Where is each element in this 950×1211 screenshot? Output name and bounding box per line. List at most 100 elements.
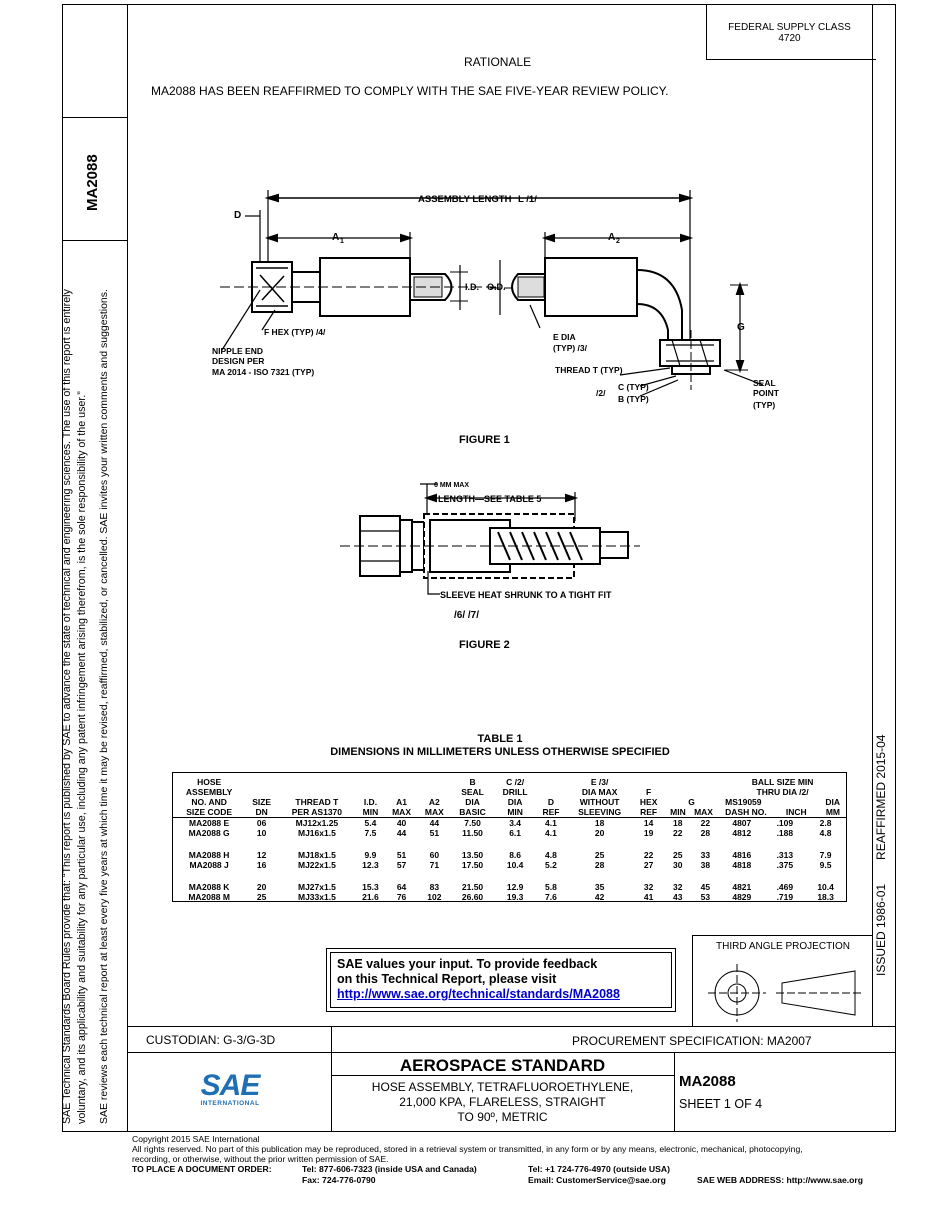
table-cell: 25 bbox=[673, 849, 683, 860]
fig1-seal-1: SEAL bbox=[753, 378, 776, 388]
table-cell: 18 bbox=[673, 817, 683, 828]
hdr-hose-line: SIZE CODE bbox=[186, 806, 233, 817]
table-cell: MA2088 K bbox=[188, 881, 230, 892]
table-cell: 5.4 bbox=[364, 817, 377, 828]
hdr-f-line: F bbox=[646, 786, 652, 797]
review-line: SAE reviews each technical report at lea… bbox=[98, 289, 110, 1124]
feedback-box: SAE values your input. To provide feedba… bbox=[326, 948, 676, 1012]
fig1-od: O.D. bbox=[487, 282, 506, 292]
fig2-sleeve: SLEEVE HEAT SHRUNK TO A TIGHT FIT bbox=[440, 590, 612, 600]
table-cell: 43 bbox=[673, 891, 683, 902]
order-label: TO PLACE A DOCUMENT ORDER: bbox=[132, 1164, 272, 1174]
fig1-seal-3: (TYP) bbox=[753, 400, 775, 410]
procurement-spec: PROCUREMENT SPECIFICATION: MA2007 bbox=[572, 1034, 812, 1048]
frame-right-strip bbox=[872, 4, 873, 1026]
table-cell: MA2088 G bbox=[188, 827, 230, 838]
fig1-f-hex: F HEX (TYP) /4/ bbox=[264, 327, 326, 337]
hdr-id-line: I.D. bbox=[363, 796, 378, 807]
table-cell: 10.4 bbox=[817, 881, 834, 892]
hdr-hose-line: NO. AND bbox=[191, 796, 227, 807]
fig1-note2: /2/ bbox=[596, 388, 606, 398]
table-cell: 27 bbox=[643, 859, 654, 870]
fig1-nipple-3: MA 2014 - ISO 7321 (TYP) bbox=[212, 367, 314, 377]
rationale-text: MA2088 HAS BEEN REAFFIRMED TO COMPLY WIT… bbox=[151, 84, 669, 98]
hdr-e-line: E /3/ bbox=[590, 776, 609, 787]
frame-bottom bbox=[62, 1131, 896, 1132]
projection-label: THIRD ANGLE PROJECTION bbox=[716, 941, 850, 952]
table-cell: 19.3 bbox=[506, 891, 524, 902]
web-address[interactable]: SAE WEB ADDRESS: http://www.sae.org bbox=[697, 1175, 863, 1185]
table-cell: 40 bbox=[396, 817, 407, 828]
margin-box-top bbox=[62, 117, 128, 118]
hdr-b-line: B bbox=[469, 776, 476, 787]
table-cell: 5.8 bbox=[545, 881, 557, 892]
titleblock-mid bbox=[127, 1052, 896, 1053]
tel-us: Tel: 877-606-7323 (inside USA and Canada… bbox=[302, 1164, 477, 1174]
figure-2-caption: FIGURE 2 bbox=[459, 639, 510, 651]
table-spacer bbox=[173, 870, 846, 882]
hdr-dia: DIA bbox=[825, 796, 840, 807]
federal-supply-label: FEDERAL SUPPLY CLASS bbox=[728, 22, 851, 33]
table-cell: 18 bbox=[594, 817, 605, 828]
feedback-line1: SAE values your input. To provide feedba… bbox=[337, 957, 598, 971]
titleblock-doc-number: MA2088 bbox=[679, 1073, 736, 1090]
fsc-box-left bbox=[706, 4, 707, 59]
fsc-box-bottom bbox=[706, 59, 876, 60]
titleblock-top bbox=[127, 1026, 896, 1027]
disclaimer-line2: voluntary, and its applicability and sui… bbox=[76, 391, 88, 1124]
hdr-ms-2: DASH NO. bbox=[725, 806, 767, 817]
sheet-number: SHEET 1 OF 4 bbox=[679, 1097, 763, 1111]
table-cell: 10.4 bbox=[506, 859, 524, 870]
hdr-c-line: MIN bbox=[507, 806, 523, 817]
table-cell: 12.9 bbox=[506, 881, 524, 892]
table-cell: 102 bbox=[427, 891, 442, 902]
table-cell: 9.9 bbox=[364, 849, 377, 860]
table-cell: 12 bbox=[256, 849, 267, 860]
fig1-e-dia-1: E DIA bbox=[553, 332, 576, 342]
hdr-size-line: DN bbox=[255, 806, 268, 817]
fig1-b-typ: B (TYP) bbox=[618, 394, 649, 404]
feedback-line2: on this Technical Report, please visit bbox=[337, 972, 557, 986]
fig1-a2: A bbox=[608, 232, 615, 243]
table-cell: 4807 bbox=[732, 817, 752, 828]
sae-logo: SAE INTERNATIONAL bbox=[195, 1071, 265, 1108]
table-cell: 8.6 bbox=[509, 849, 522, 860]
rights-cont: recording, or otherwise, without the pri… bbox=[132, 1154, 389, 1164]
feedback-link[interactable]: http://www.sae.org/technical/standards/M… bbox=[337, 987, 620, 1001]
table-cell: 71 bbox=[429, 859, 440, 870]
table-cell: 2.8 bbox=[819, 817, 832, 828]
table-cell: 51 bbox=[396, 849, 407, 860]
titleblock-div2 bbox=[674, 1052, 675, 1132]
table-cell: 64 bbox=[396, 881, 407, 892]
table-cell: 32 bbox=[673, 881, 683, 892]
hdr-a1-line: MAX bbox=[392, 806, 411, 817]
hdr-b-line: BASIC bbox=[459, 806, 486, 817]
hdr-size-line: SIZE bbox=[252, 796, 272, 807]
table-cell: 38 bbox=[700, 859, 711, 870]
frame-right bbox=[895, 4, 896, 1132]
hdr-b-line: SEAL bbox=[461, 786, 484, 797]
table-cell: MA2088 H bbox=[188, 849, 230, 860]
table-cell: 4818 bbox=[732, 859, 752, 870]
hdr-ms-1: MS19059 bbox=[725, 796, 762, 807]
fig1-nipple-1: NIPPLE END bbox=[212, 346, 263, 356]
table-cell: 4.1 bbox=[545, 817, 557, 828]
federal-supply-value: 4720 bbox=[778, 33, 801, 44]
table-cell: 7.6 bbox=[545, 891, 557, 902]
fig2-max: 6 MM MAX bbox=[434, 482, 469, 489]
email[interactable]: Email: CustomerService@sae.org bbox=[528, 1175, 666, 1185]
table-cell: 22 bbox=[673, 827, 683, 838]
table-cell: 60 bbox=[429, 849, 440, 860]
fig1-id: I.D. bbox=[465, 282, 479, 292]
table-cell: MJ33x1.5 bbox=[297, 891, 336, 902]
